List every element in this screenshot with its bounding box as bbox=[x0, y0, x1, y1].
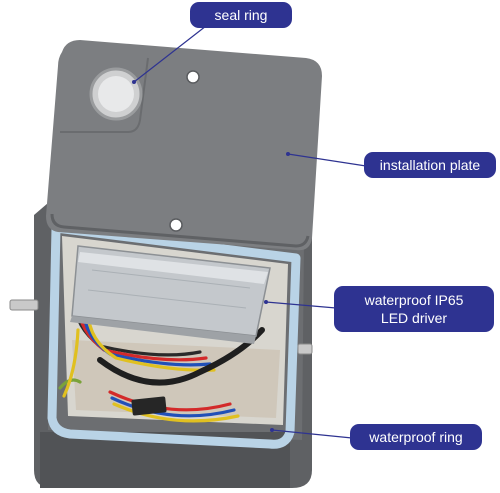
seal-ring bbox=[89, 67, 143, 121]
callout-seal-ring-label: seal ring bbox=[214, 7, 268, 23]
leader-installation-plate bbox=[287, 153, 367, 167]
callout-waterproof-ring-label: waterproof ring bbox=[369, 429, 463, 445]
leader-waterproof-ring bbox=[271, 429, 353, 439]
callout-led-driver-label-line2: LED driver bbox=[380, 310, 448, 326]
callout-seal-ring: seal ring bbox=[190, 2, 292, 28]
led-driver bbox=[70, 245, 271, 344]
side-screw-right bbox=[297, 343, 313, 355]
leader-seal-ring bbox=[133, 25, 207, 83]
leader-lines bbox=[133, 25, 367, 439]
waterproof-ring-gasket bbox=[47, 223, 301, 449]
leader-dots bbox=[132, 80, 290, 432]
callout-led-driver-label-line1: waterproof IP65 bbox=[364, 292, 464, 308]
callout-led-driver: waterproof IP65 LED driver bbox=[334, 286, 494, 332]
callout-installation-plate-label: installation plate bbox=[379, 157, 481, 173]
side-screw-left bbox=[9, 299, 39, 311]
installation-plate bbox=[46, 40, 322, 251]
callout-installation-plate: installation plate bbox=[364, 152, 496, 178]
callout-waterproof-ring: waterproof ring bbox=[350, 424, 482, 450]
leader-led-driver bbox=[265, 301, 337, 309]
wire-connector bbox=[131, 396, 167, 416]
